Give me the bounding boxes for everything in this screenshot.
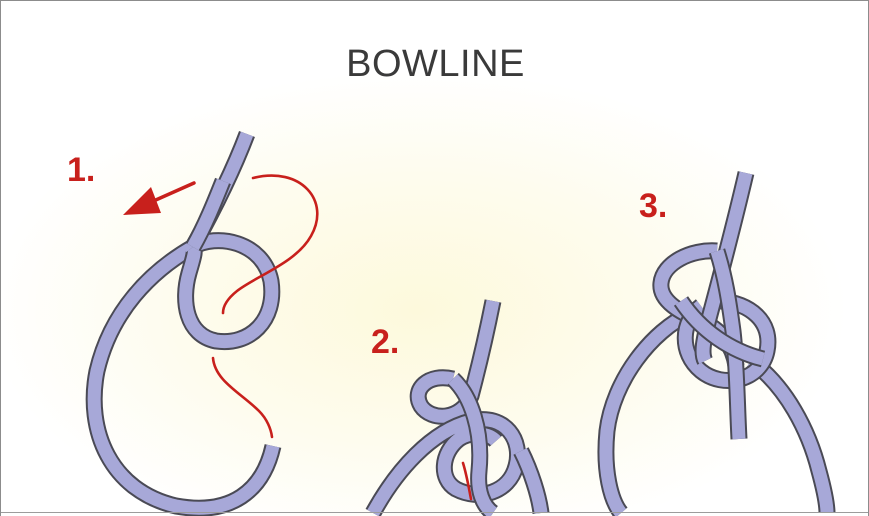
bottom-border (1, 512, 868, 513)
direction-arrow (123, 181, 196, 215)
step-3-figure (597, 171, 836, 516)
guide-path-step-1-lower (211, 356, 274, 439)
step-2-label: 2. (371, 323, 400, 361)
rope-step-1 (85, 130, 282, 516)
step-3-label: 3. (639, 187, 668, 225)
guide-path-step-2 (461, 461, 473, 501)
step-1-label: 1. (67, 151, 96, 189)
step-2-figure (365, 299, 550, 516)
guide-path-step-1 (221, 174, 319, 315)
diagram-title: BOWLINE (346, 43, 525, 85)
step-1-figure (85, 130, 319, 516)
